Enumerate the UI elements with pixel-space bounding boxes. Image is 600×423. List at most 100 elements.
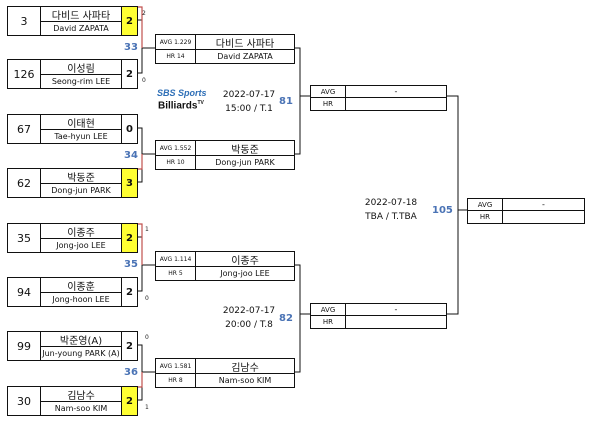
player-name-english: Dong-jun PARK (215, 158, 275, 167)
player-slot-english (346, 98, 446, 110)
seed-number: 94 (8, 278, 41, 306)
high-run-stat: HR 10 (156, 156, 196, 169)
match-number: 81 (279, 96, 293, 107)
player-card: 126 이성림 Seong-rim LEE 2 (7, 59, 138, 89)
player-name-english: Jong-hoon LEE (52, 295, 110, 304)
high-run-stat: HR 14 (156, 50, 196, 63)
match-number: 35 (124, 259, 138, 270)
average-stat: AVG 1.114 (156, 252, 196, 267)
player-name-korean: 박동준 (196, 141, 294, 156)
average-label: AVG (311, 86, 346, 98)
player-name-english: David ZAPATA (53, 24, 109, 33)
qualifier-card: AVG 1.114 HR 5 이종주 Jong-joo LEE (155, 251, 295, 281)
average-stat: AVG 1.552 (156, 141, 196, 156)
average-stat: AVG 1.229 (156, 35, 196, 50)
match-number: 36 (124, 367, 138, 378)
high-run-stat: HR 5 (156, 267, 196, 280)
set-score: 2 (121, 387, 137, 415)
seed-number: 3 (8, 7, 41, 35)
inning-count: 2 (142, 10, 146, 17)
player-name-korean: 이성림 (41, 60, 121, 75)
player-name-korean: 이태현 (41, 115, 121, 130)
player-name-english: Jong-joo LEE (220, 269, 270, 278)
schedule-date: 2022-07-17 (222, 306, 276, 316)
player-name-korean: 다비드 사파타 (41, 7, 121, 22)
inning-count: 1 (145, 404, 149, 411)
player-name-english: Dong-jun PARK (51, 186, 111, 195)
player-card: 62 박동준 Dong-jun PARK 3 (7, 168, 138, 198)
seed-number: 35 (8, 224, 41, 252)
player-name-english: Nam-soo KIM (54, 404, 108, 413)
player-card: 30 김남수 Nam-soo KIM 2 (7, 386, 138, 416)
sbs-sports-billiards-logo: SBS Sports BilliardsTV (157, 88, 211, 114)
qualifier-card: AVG 1.229 HR 14 다비드 사파타 David ZAPATA (155, 34, 295, 64)
match-number: 34 (124, 150, 138, 161)
set-score: 2 (121, 332, 137, 360)
player-name-korean: 다비드 사파타 (196, 35, 294, 50)
player-name-english: Jun-young PARK (A) (42, 349, 120, 358)
player-name-english: Jong-joo LEE (56, 241, 106, 250)
set-score: 0 (121, 115, 137, 143)
schedule-time-table: 15:00 / T.1 (225, 104, 273, 114)
player-name-korean: 김남수 (196, 359, 294, 374)
match-number: 82 (279, 313, 293, 324)
inning-count: 0 (145, 295, 149, 302)
match-number: 105 (432, 205, 453, 216)
player-name-korean: 박동준 (41, 169, 121, 184)
player-name-english: Seong-rim LEE (51, 77, 111, 86)
set-score: 2 (121, 224, 137, 252)
player-name-korean: 이종주 (196, 252, 294, 267)
set-score: 2 (121, 7, 137, 35)
set-score: 3 (121, 169, 137, 197)
high-run-label: HR (311, 316, 346, 328)
qualifier-card: AVG 1.581 HR 8 김남수 Nam-soo KIM (155, 358, 295, 388)
seed-number: 30 (8, 387, 41, 415)
average-label: AVG (468, 199, 503, 211)
seed-number: 62 (8, 169, 41, 197)
player-slot: - (503, 199, 584, 211)
schedule-date: 2022-07-18 (364, 198, 418, 208)
logo-line-2: BilliardsTV (158, 100, 204, 112)
player-name-korean: 박준영(A) (41, 332, 121, 347)
player-name-korean: 이종훈 (41, 278, 121, 293)
seed-number: 67 (8, 115, 41, 143)
schedule-date: 2022-07-17 (222, 90, 276, 100)
logo-line-1: SBS Sports (157, 88, 207, 98)
high-run-stat: HR 8 (156, 374, 196, 387)
player-name-korean: 김남수 (41, 387, 121, 402)
player-slot: - (346, 86, 446, 98)
schedule-block: 2022-07-17 15:00 / T.1 (214, 90, 284, 114)
inning-count: 1 (145, 226, 149, 233)
player-slot-english (503, 211, 584, 223)
semifinal-card: AVG HR - (310, 85, 447, 111)
semifinal-card: AVG HR - (310, 303, 447, 329)
seed-number: 99 (8, 332, 41, 360)
schedule-block: 2022-07-18 TBA / T.TBA (356, 198, 426, 222)
set-score: 2 (121, 60, 137, 88)
player-name-english: Tae-hyun LEE (54, 132, 108, 141)
player-card: 67 이태현 Tae-hyun LEE 0 (7, 114, 138, 144)
player-card: 94 이종훈 Jong-hoon LEE 2 (7, 277, 138, 307)
set-score: 2 (121, 278, 137, 306)
player-slot-english (346, 316, 446, 328)
high-run-label: HR (311, 98, 346, 110)
schedule-time-table: 20:00 / T.8 (225, 320, 273, 330)
schedule-time-table: TBA / T.TBA (365, 212, 417, 222)
player-name-english: Nam-soo KIM (218, 376, 272, 385)
player-name-korean: 이종주 (41, 224, 121, 239)
player-card: 3 다비드 사파타 David ZAPATA 2 (7, 6, 138, 36)
high-run-label: HR (468, 211, 503, 223)
player-card: 35 이종주 Jong-joo LEE 2 (7, 223, 138, 253)
final-card: AVG HR - (467, 198, 585, 224)
average-label: AVG (311, 304, 346, 316)
schedule-block: 2022-07-17 20:00 / T.8 (214, 306, 284, 330)
match-number: 33 (124, 42, 138, 53)
qualifier-card: AVG 1.552 HR 10 박동준 Dong-jun PARK (155, 140, 295, 170)
average-stat: AVG 1.581 (156, 359, 196, 374)
seed-number: 126 (8, 60, 41, 88)
inning-count: 0 (142, 77, 146, 84)
inning-count: 0 (145, 334, 149, 341)
player-card: 99 박준영(A) Jun-young PARK (A) 2 (7, 331, 138, 361)
player-name-english: David ZAPATA (217, 52, 273, 61)
player-slot: - (346, 304, 446, 316)
